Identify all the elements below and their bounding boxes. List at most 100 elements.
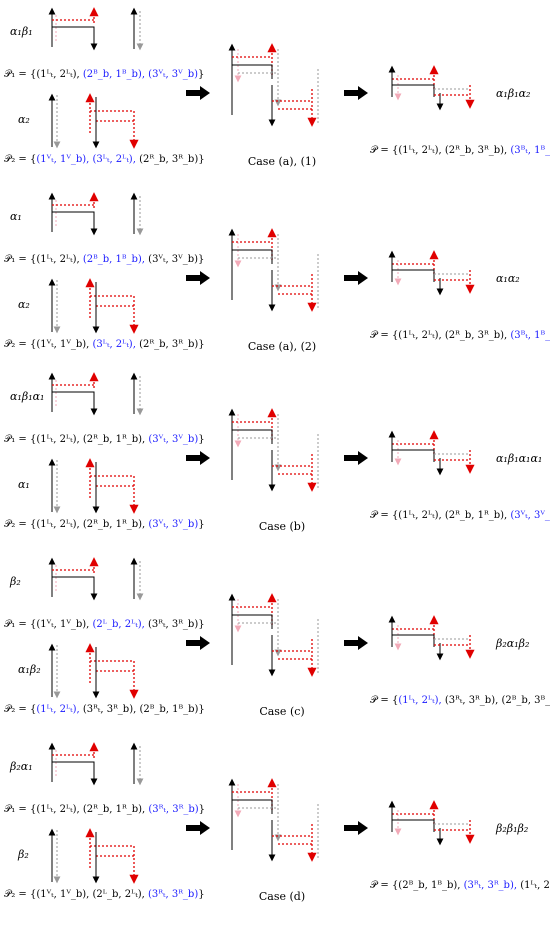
path-set-result-part: 𝒫 = {(2ᴮ_b, 1ᴮ_b), [370,880,464,891]
result-word-label: β₂α₁β₂ [495,637,529,650]
path-set-result-part: (3ᴮₜ, 1ᴮ_b) [510,330,550,341]
path-set-p1-part: (3ⱽₜ, 3ⱽ_b) [148,434,198,445]
cup-shape [391,269,435,282]
path-set-p1-part: } [198,69,204,80]
cup-shape [391,634,435,647]
path-set-result-part: 𝒫 = { [370,145,398,156]
path-set-p2-part: 𝒫₂ = { [4,154,36,165]
case-row-3: α₁β₁α₁ 𝒫₁ = {(1ᴸₜ, 2ᴸₜ), (2ᴿ_b, 1ᴿ_b), (3… [4,372,550,533]
path-set-result-part: (3ᴿₜ, 3ᴿ_b), [464,880,521,891]
result-word-label: α₁β₁α₂ [496,87,530,100]
case-caption: Case (a), (1) [248,155,316,168]
case-caption: Case (a), (2) [248,340,316,353]
path-set-p2-part: (1ⱽₜ, 1ⱽ_b), (3ᴸₜ, 2ᴸₜ), [36,154,139,165]
path-set-p2-part: 𝒫₂ = { [4,704,36,715]
path-set-p2-part: (3ⱽₜ, 3ⱽ_b) [148,519,198,530]
path-set-p2-part: 𝒫₂ = {(1ᴸₜ, 2ᴸₜ), (2ᴿ_b, 1ᴿ_b), [4,519,148,530]
path-set-p1-part: (2ᴮ_b, 1ᴮ_b), (3ⱽₜ, 3ⱽ_b) [83,69,198,80]
path-set-p1-part: } [199,804,205,815]
path-set-result-part: 𝒫 = {(1ᴸₜ, 2ᴸₜ), (2ᴿ_b, 1ᴿ_b), [370,510,510,521]
path-set-p1-part: 𝒫₁ = {(1ᴸₜ, 2ᴸₜ), [4,254,83,265]
path-set-p1-part: (2ᴸ_b, 2ᴸₜ), [93,619,148,630]
path-set-p2-part: (1ᴸₜ, 2ᴸₜ), [36,704,83,715]
bottom-word-label: β₂ [17,848,29,861]
path-set-p1: 𝒫₁ = {(1ᴸₜ, 2ᴸₜ), (2ᴮ_b, 1ᴮ_b), (3ⱽₜ, 3ⱽ… [4,69,204,80]
path-set-p2-part: (3ᴿₜ, 3ᴿ_b) [148,889,198,900]
path-set-result-part: (3ⱽₜ, 3ⱽ_b) [510,510,550,521]
path-set-result-part: (1ᴸₜ, 2ᴸₜ), (2ᴿ_b, 3ᴿ_b), [398,145,510,156]
cup-shape [231,64,273,79]
path-set-result: 𝒫 = {(1ᴸₜ, 2ᴸₜ), (2ᴿ_b, 1ᴿ_b), (3ⱽₜ, 3ⱽ_… [370,510,550,521]
path-set-p2: 𝒫₂ = {(1ᴸₜ, 2ᴸₜ), (2ᴿ_b, 1ᴿ_b), (3ⱽₜ, 3ⱽ… [4,519,205,530]
path-set-p2-part: } [198,889,204,900]
case-caption: Case (c) [259,705,304,718]
top-word-label: α₁β₁ [10,25,33,38]
transition-arrow [344,451,368,465]
path-set-p2-part: (2ᴿ_b, 3ᴿ_b) [139,154,198,165]
bottom-word-label: α₂ [18,298,30,311]
top-word-label: β₂α₁ [9,760,33,773]
cup-shape [51,26,95,47]
case-caption: Case (d) [259,890,305,903]
path-set-p2-part: (2ᴿ_b, 3ᴿ_b)} [139,339,205,350]
cup-shape [231,249,273,264]
path-set-p1: 𝒫₁ = {(1ᴸₜ, 2ᴸₜ), (2ᴿ_b, 1ᴿ_b), (3ⱽₜ, 3ⱽ… [4,434,205,445]
path-set-result: 𝒫 = {(2ᴮ_b, 1ᴮ_b), (3ᴿₜ, 3ᴿ_b), (1ᴸₜ, 2ᴸ… [370,880,550,891]
transition-arrow [186,821,210,835]
path-set-result-part: 𝒫 = {(1ᴸₜ, 2ᴸₜ), (2ᴿ_b, 3ᴿ_b), [370,330,510,341]
path-set-p1-part: (3ⱽₜ, 3ⱽ_b)} [148,254,204,265]
path-set-p1-part: 𝒫₁ = { [4,69,36,80]
path-set-p1-part: 𝒫₁ = {(1ᴸₜ, 2ᴸₜ), (2ᴿ_b, 1ᴿ_b), [4,804,148,815]
transition-arrow [344,821,368,835]
path-set-p1: 𝒫₁ = {(1ᴸₜ, 2ᴸₜ), (2ᴮ_b, 1ᴮ_b), (3ⱽₜ, 3ⱽ… [4,254,204,265]
case-row-2: α₁ 𝒫₁ = {(1ᴸₜ, 2ᴸₜ), (2ᴮ_b, 1ᴮ_b), (3ⱽₜ, … [4,192,550,353]
path-set-p2: 𝒫₂ = {(1ⱽₜ, 1ⱽ_b), (3ᴸₜ, 2ᴸₜ), (2ᴿ_b, 3ᴿ… [4,339,205,350]
transition-arrow [186,271,210,285]
top-word-label: β₂ [9,575,21,588]
top-word-label: α₁β₁α₁ [10,390,44,403]
case-row-5: β₂α₁ 𝒫₁ = {(1ᴸₜ, 2ᴸₜ), (2ᴿ_b, 1ᴿ_b), (3ᴿₜ… [4,742,550,903]
cup-shape [391,84,435,97]
path-set-p2-part: 𝒫₂ = {(1ⱽₜ, 1ⱽ_b), (2ᴸ_b, 2ᴸₜ), [4,889,148,900]
path-set-p2-part: (3ᴸₜ, 2ᴸₜ), [93,339,140,350]
bottom-word-label: α₁β₂ [18,663,41,676]
path-set-p1-part: } [198,434,204,445]
path-set-p1-part: (2ᴮ_b, 1ᴮ_b), [83,254,148,265]
path-set-p2-part: (3ᴿₜ, 3ᴿ_b), (2ᴮ_b, 1ᴮ_b)} [83,704,205,715]
path-set-result-part: 𝒫 = { [370,695,398,706]
path-set-p1: 𝒫₁ = {(1ᴸₜ, 2ᴸₜ), (2ᴿ_b, 1ᴿ_b), (3ᴿₜ, 3ᴿ… [4,804,205,815]
cup-shape [51,391,95,412]
cup-shape [231,429,273,444]
case-row-1: α₁β₁ 𝒫₁ = {(1ᴸₜ, 2ᴸₜ), (2ᴮ_b, 1ᴮ_b), (3ⱽₜ… [4,7,550,168]
path-set-p1-part: 𝒫₁ = {(1ᴸₜ, 2ᴸₜ), (2ᴿ_b, 1ᴿ_b), [4,434,148,445]
transition-arrow [186,636,210,650]
case-caption: Case (b) [259,520,305,533]
transition-arrow [344,86,368,100]
path-set-result: 𝒫 = {(1ᴸₜ, 2ᴸₜ), (2ᴿ_b, 3ᴿ_b), (3ᴮₜ, 1ᴮ_… [370,330,550,341]
cup-shape [231,799,273,814]
result-word-label: α₁β₁α₁α₁ [496,452,542,465]
path-set-result-part: (1ᴸₜ, 2ᴸₜ), [398,695,445,706]
path-set-p2: 𝒫₂ = {(1ⱽₜ, 1ⱽ_b), (3ᴸₜ, 2ᴸₜ), (2ᴿ_b, 3ᴿ… [4,154,205,165]
path-set-p1-part: (3ᴿₜ, 3ᴿ_b)} [148,619,205,630]
cup-shape [51,576,95,597]
cup-shape [391,449,435,462]
path-set-p2-part: 𝒫₂ = {(1ⱽₜ, 1ⱽ_b), [4,339,93,350]
transition-arrow [344,271,368,285]
result-word-label: β₂β₁β₂ [495,822,528,835]
path-set-p2: 𝒫₂ = {(1ⱽₜ, 1ⱽ_b), (2ᴸ_b, 2ᴸₜ), (3ᴿₜ, 3ᴿ… [4,889,205,900]
top-word-label: α₁ [10,210,22,223]
path-set-result-part: (1ᴸₜ, 2ᴸₜ)} [520,880,550,891]
cup-shape [391,819,435,832]
cup-shape [231,614,273,629]
path-set-result: 𝒫 = {(1ᴸₜ, 2ᴸₜ), (3ᴿₜ, 3ᴿ_b), (2ᴮ_b, 3ᴮ_… [370,695,550,706]
cup-shape [51,211,95,232]
path-set-p2-part: } [198,154,204,165]
path-set-p1-part: (1ᴸₜ, 2ᴸₜ), [36,69,83,80]
cup-shape [51,761,95,782]
transition-arrow [344,636,368,650]
result-word-label: α₁α₂ [496,272,520,285]
path-set-p1-part: (3ᴿₜ, 3ᴿ_b) [148,804,198,815]
path-set-result: 𝒫 = {(1ᴸₜ, 2ᴸₜ), (2ᴿ_b, 3ᴿ_b), (3ᴮₜ, 1ᴮ_… [370,145,550,156]
